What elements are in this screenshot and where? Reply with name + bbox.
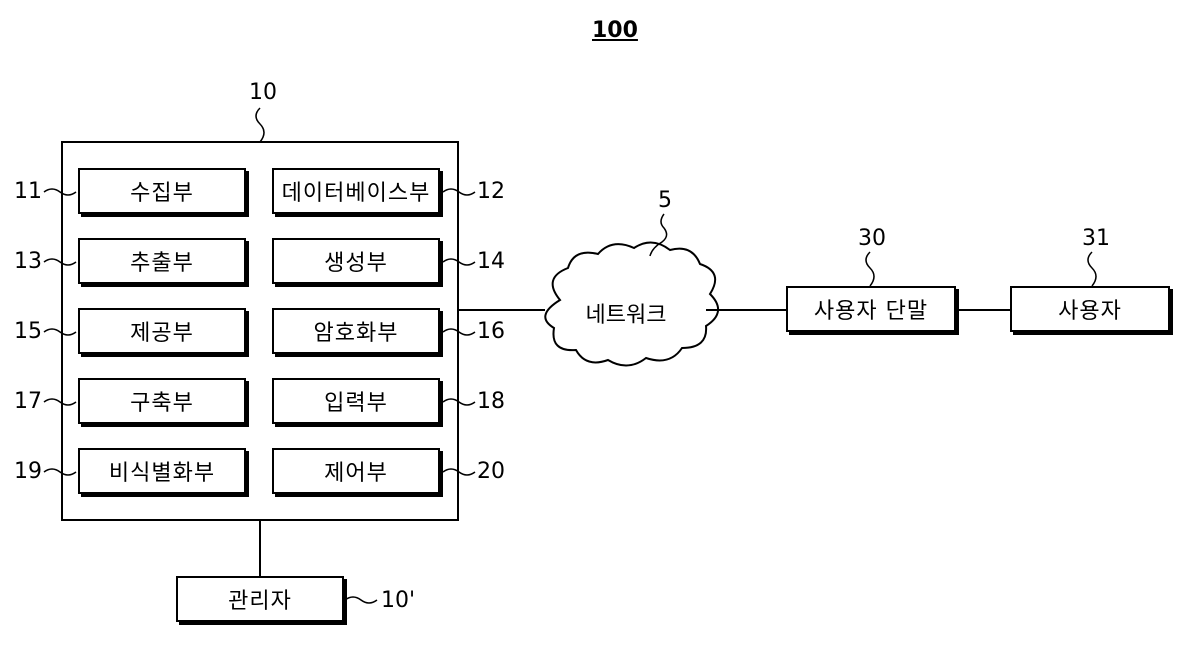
leader-19 [44,469,76,475]
server-ref: 10 [249,82,277,104]
generation-unit-label: 생성부 [324,245,388,277]
leader-11 [44,189,76,195]
encryption-unit: 암호화부 [272,308,440,354]
leader-admin [345,597,377,603]
input-unit: 입력부 [272,378,440,424]
generation-unit-ref: 14 [477,251,505,273]
provision-unit-label: 제공부 [130,315,194,347]
construction-unit: 구축부 [78,378,246,424]
extraction-unit: 추출부 [78,238,246,284]
admin-box: 관리자 [176,576,344,622]
user-ref-leader [1088,252,1096,286]
user-terminal-ref: 30 [858,228,886,250]
collection-unit: 수집부 [78,168,246,214]
construction-unit-label: 구축부 [130,385,194,417]
control-unit-label: 제어부 [324,455,388,487]
leader-17 [44,399,76,405]
deidentification-unit: 비식별화부 [78,448,246,494]
input-unit-ref: 18 [477,391,505,413]
construction-unit-ref: 17 [2,391,42,413]
extraction-unit-label: 추출부 [130,245,194,277]
terminal-ref-leader [866,252,874,286]
control-unit: 제어부 [272,448,440,494]
user-terminal-label: 사용자 단말 [814,293,928,325]
figure-ref: 100 [592,20,638,42]
collection-unit-label: 수집부 [130,175,194,207]
database-unit-label: 데이터베이스부 [282,175,431,207]
user-label: 사용자 [1058,293,1122,325]
provision-unit-ref: 15 [2,321,42,343]
generation-unit: 생성부 [272,238,440,284]
network-ref: 5 [658,190,672,212]
user-ref: 31 [1082,228,1110,250]
leader-15 [44,329,76,335]
database-unit-ref: 12 [477,181,505,203]
database-unit: 데이터베이스부 [272,168,440,214]
encryption-unit-ref: 16 [477,321,505,343]
input-unit-label: 입력부 [324,385,388,417]
encryption-unit-label: 암호화부 [314,315,399,347]
deidentification-unit-ref: 19 [2,461,42,483]
network-label: 네트워크 [566,297,686,329]
extraction-unit-ref: 13 [2,251,42,273]
server-ref-leader [256,108,264,142]
user-terminal-box: 사용자 단말 [786,286,956,332]
user-box: 사용자 [1010,286,1170,332]
admin-ref: 10' [381,590,415,612]
admin-label: 관리자 [228,583,292,615]
collection-unit-ref: 11 [2,181,42,203]
provision-unit: 제공부 [78,308,246,354]
deidentification-unit-label: 비식별화부 [109,455,215,487]
control-unit-ref: 20 [477,461,505,483]
leader-13 [44,259,76,265]
